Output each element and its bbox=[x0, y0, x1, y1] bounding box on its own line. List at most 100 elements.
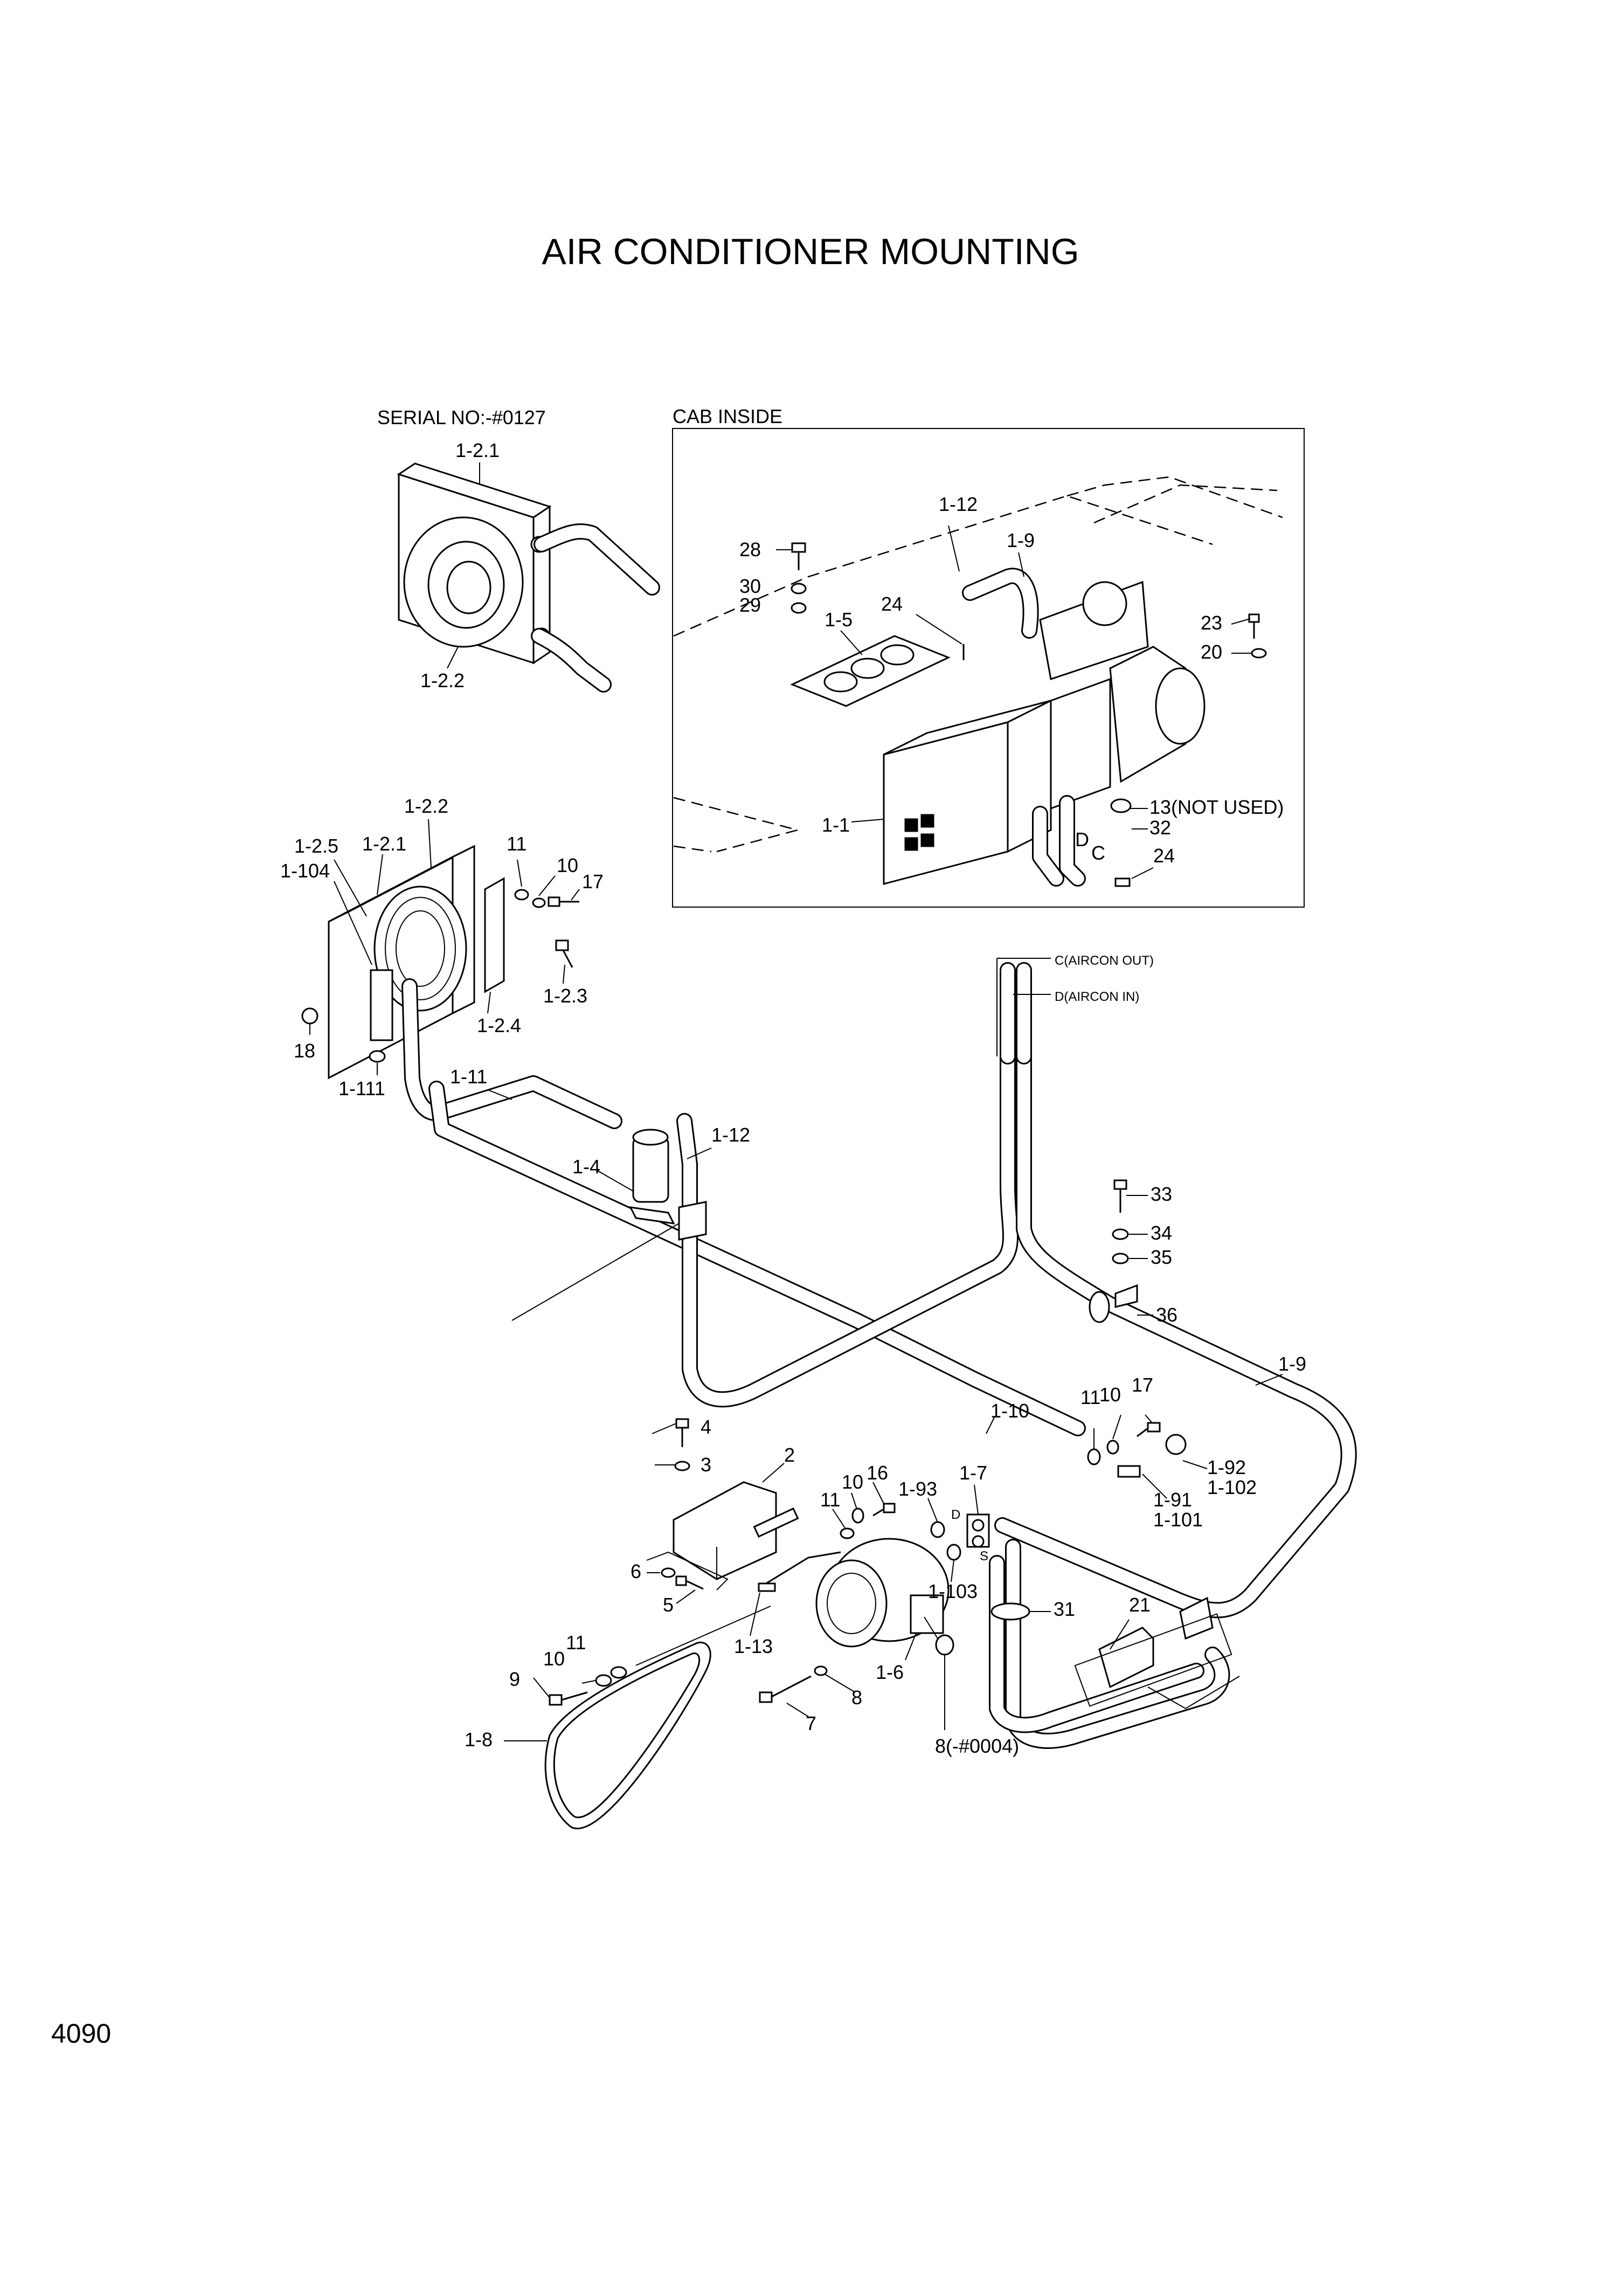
label-7: 7 bbox=[806, 1712, 816, 1734]
label-31: 31 bbox=[1054, 1598, 1075, 1620]
piping: C(AIRCON OUT) D(AIRCON IN) 1-11 1-12 1-4… bbox=[401, 953, 1357, 1749]
bolt-17-icon bbox=[548, 896, 579, 907]
nut-8-icon bbox=[935, 1634, 954, 1656]
serial-inset: SERIAL NO:-#0127 1-2.1 1-2.2 bbox=[377, 406, 660, 693]
valve-1-91-icon bbox=[1117, 1465, 1141, 1478]
label-29: 29 bbox=[739, 594, 761, 616]
label-16: 16 bbox=[867, 1462, 888, 1484]
label-11-pipe: 11 bbox=[1080, 1386, 1100, 1408]
label-1-2-1: 1-2.1 bbox=[362, 833, 406, 855]
bracket-2-icon bbox=[673, 1481, 799, 1580]
label-10-cond: 10 bbox=[557, 854, 578, 876]
receiver-1-104-icon bbox=[370, 969, 393, 1041]
label-6: 6 bbox=[631, 1560, 641, 1582]
bolt-7-icon bbox=[759, 1675, 812, 1703]
label-32: 32 bbox=[1149, 817, 1171, 839]
clamp-21-icon bbox=[1074, 1596, 1232, 1707]
label-11-low: 11 bbox=[566, 1631, 586, 1654]
page-title: AIR CONDITIONER MOUNTING bbox=[542, 231, 1079, 272]
label-d-port: D bbox=[951, 1507, 960, 1522]
label-24b: 24 bbox=[1153, 845, 1175, 867]
washer-10-icon bbox=[532, 897, 546, 908]
bolt-17-pipe-icon bbox=[1137, 1422, 1161, 1437]
washer-10-pipe-icon bbox=[1106, 1440, 1119, 1455]
serial-caption: SERIAL NO:-#0127 bbox=[377, 406, 546, 428]
label-30: 30 bbox=[739, 575, 761, 597]
cab-inside-inset: CAB INSIDE bbox=[672, 405, 1305, 908]
washer-35-icon bbox=[1112, 1253, 1129, 1264]
label-1-102: 1-102 bbox=[1207, 1476, 1257, 1498]
oring-1-103-icon bbox=[946, 1544, 961, 1561]
washer-10-icon bbox=[851, 1507, 864, 1524]
label-10-pipe: 10 bbox=[1099, 1384, 1121, 1406]
label-36: 36 bbox=[1156, 1304, 1177, 1326]
label-c-aircon-out: C(AIRCON OUT) bbox=[1055, 953, 1154, 968]
label-d-aircon-in: D(AIRCON IN) bbox=[1055, 990, 1139, 1004]
label-34: 34 bbox=[1151, 1222, 1172, 1244]
label-1-2-3: 1-2.3 bbox=[543, 985, 587, 1007]
label-23: 23 bbox=[1201, 612, 1222, 634]
bolt-5-icon bbox=[675, 1575, 704, 1590]
washer-11-icon bbox=[840, 1527, 855, 1539]
label-s-port: S bbox=[980, 1549, 988, 1564]
condenser-old-icon bbox=[397, 462, 660, 693]
washer-11-low-icon bbox=[610, 1666, 627, 1679]
compressor-assembly: 4 3 2 10 16 11 1-93 1-7 D S 6 5 1-103 31… bbox=[465, 1416, 1240, 1829]
washer-30-icon bbox=[791, 583, 807, 594]
oring-1-93-icon bbox=[930, 1521, 945, 1538]
label-3: 3 bbox=[701, 1454, 711, 1476]
label-21: 21 bbox=[1129, 1594, 1151, 1616]
label-1-13: 1-13 bbox=[734, 1635, 773, 1657]
label-28: 28 bbox=[739, 538, 761, 561]
label-1-5: 1-5 bbox=[825, 608, 853, 631]
clamp-36-icon bbox=[1089, 1284, 1138, 1323]
screw-28-icon bbox=[791, 542, 806, 570]
bolt-16-icon bbox=[872, 1503, 896, 1517]
label-1-2-1-serial: 1-2.1 bbox=[455, 439, 500, 461]
washer-6-icon bbox=[661, 1567, 676, 1578]
label-8: 8 bbox=[851, 1686, 862, 1709]
cab-inset-frame bbox=[672, 428, 1305, 908]
label-1-93: 1-93 bbox=[898, 1478, 937, 1500]
washer-10-low-icon bbox=[595, 1674, 612, 1687]
bolt-1-2-3-icon bbox=[555, 939, 573, 968]
plug-13-icon bbox=[1110, 798, 1132, 813]
label-11-comp: 11 bbox=[820, 1489, 840, 1511]
bolt-18-icon bbox=[301, 1007, 318, 1025]
label-4: 4 bbox=[701, 1416, 711, 1438]
fan-guard-icon bbox=[373, 886, 467, 1012]
label-1-12-cab: 1-12 bbox=[939, 493, 978, 515]
washer-3-icon bbox=[674, 1461, 690, 1471]
label-10-comp: 10 bbox=[842, 1471, 863, 1493]
label-1-12-pipe: 1-12 bbox=[711, 1124, 750, 1146]
label-1-11: 1-11 bbox=[450, 1066, 487, 1088]
label-1-2-5: 1-2.5 bbox=[294, 835, 338, 857]
compressor-icon bbox=[815, 1538, 950, 1648]
label-1-1: 1-1 bbox=[822, 814, 850, 836]
receiver-drier-icon bbox=[629, 1129, 707, 1241]
label-1-7: 1-7 bbox=[959, 1462, 987, 1484]
label-18: 18 bbox=[294, 1040, 315, 1062]
label-c-cab: C bbox=[1091, 842, 1105, 864]
label-24a: 24 bbox=[881, 593, 903, 615]
label-1-91: 1-91 bbox=[1153, 1489, 1192, 1511]
bolt-24b-icon bbox=[1114, 877, 1131, 887]
washer-29-icon bbox=[791, 602, 807, 614]
label-1-9-pipe: 1-9 bbox=[1278, 1353, 1306, 1375]
aircon-unit-icon bbox=[883, 580, 1206, 885]
label-1-9-cab: 1-9 bbox=[1007, 529, 1035, 551]
bolt-33-icon bbox=[1113, 1179, 1127, 1213]
v-belt-icon bbox=[544, 1642, 711, 1829]
label-17-pipe: 17 bbox=[1132, 1374, 1153, 1396]
bolt-4-icon bbox=[675, 1418, 689, 1447]
manifold-1-7-icon bbox=[966, 1513, 990, 1548]
page-number: 4090 bbox=[51, 2018, 111, 2049]
label-1-92: 1-92 bbox=[1207, 1456, 1246, 1478]
label-1-103: 1-103 bbox=[928, 1580, 978, 1602]
label-1-101: 1-101 bbox=[1153, 1509, 1203, 1531]
label-1-8: 1-8 bbox=[465, 1728, 493, 1751]
bolt-23-icon bbox=[1248, 613, 1260, 639]
condenser-assembly: 1-2.2 1-2.5 1-2.1 1-104 11 10 17 1-2.3 1… bbox=[280, 795, 604, 1099]
label-1-6: 1-6 bbox=[876, 1661, 904, 1683]
